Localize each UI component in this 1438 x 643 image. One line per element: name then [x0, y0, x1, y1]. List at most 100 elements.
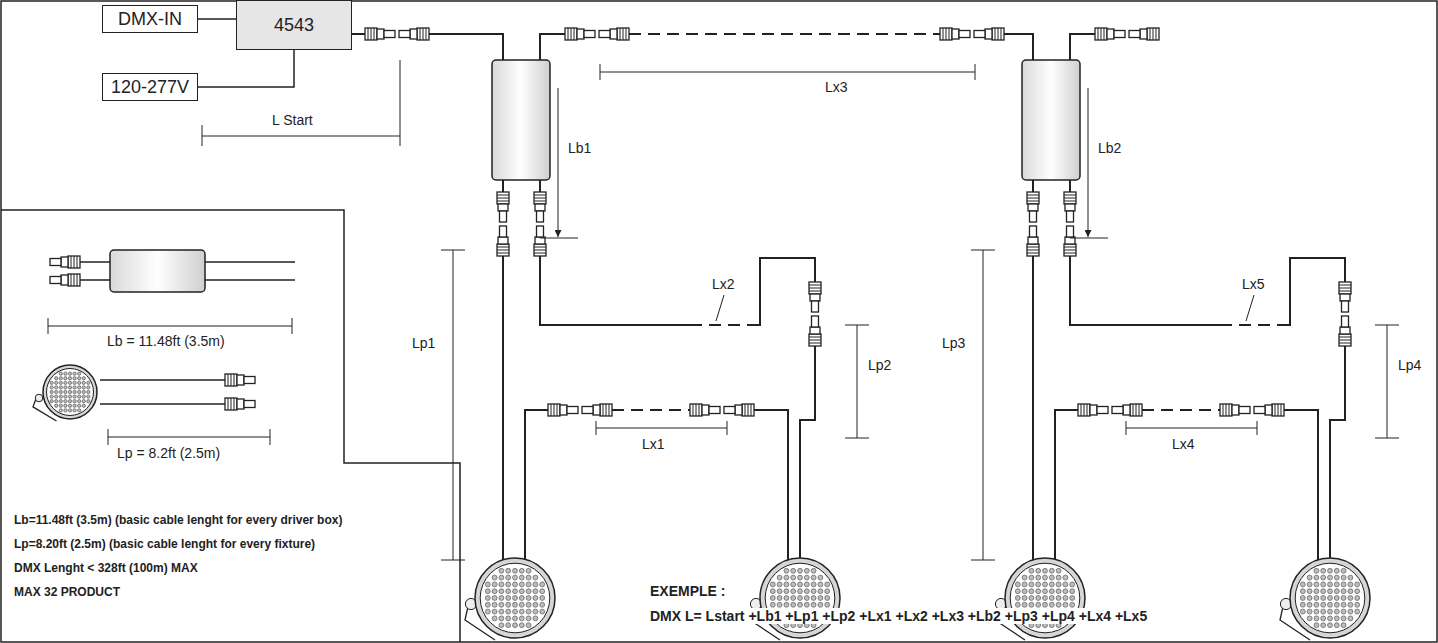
cable — [1070, 34, 1095, 60]
dimension-label: Lx2 — [710, 276, 737, 292]
connector-pair — [1064, 192, 1076, 256]
led-fixture — [1280, 558, 1370, 640]
cable — [525, 410, 548, 562]
cable — [1285, 258, 1345, 325]
cable-connector — [399, 28, 429, 40]
cable-connector — [1112, 404, 1142, 416]
cable — [540, 256, 690, 325]
cable — [1032, 256, 1034, 562]
dimension-line — [1387, 325, 1388, 438]
dimension-label: Lx1 — [640, 436, 667, 452]
cable-connector — [50, 274, 80, 286]
note-text: DMX L= Lstart +Lb1 +Lp1 +Lp2 +Lx1 +Lx2 +… — [648, 608, 1149, 624]
dimension-label: Lp1 — [410, 335, 437, 351]
dimension-line — [540, 238, 578, 239]
dimension-label: Lb2 — [1096, 140, 1123, 156]
dimension-label: Lx3 — [823, 79, 850, 95]
cable-connector — [534, 192, 546, 222]
dimension-line — [1126, 428, 1257, 429]
device-box: 4543 — [236, 0, 352, 50]
cable — [502, 256, 504, 562]
dimension-label: Lp3 — [940, 335, 967, 351]
connector-pair — [1339, 282, 1351, 346]
connector-pair — [1220, 404, 1284, 416]
extension-cable — [690, 324, 755, 326]
cable-connector — [225, 374, 255, 386]
dimension-line — [1070, 238, 1108, 239]
box-label: DMX-IN — [118, 9, 182, 30]
cable — [502, 180, 504, 192]
cable-connector — [940, 28, 970, 40]
dimension-label: Lx4 — [1170, 436, 1197, 452]
cable — [429, 34, 503, 60]
dimension-label: Lp2 — [866, 357, 893, 373]
cable-connector — [1220, 404, 1250, 416]
dimension-line — [1246, 295, 1254, 321]
cable-connector — [599, 28, 629, 40]
cable-connector — [1027, 192, 1039, 222]
cable — [100, 379, 225, 381]
led-fixture — [995, 558, 1085, 640]
dimension-label: Lp = 8.2ft (2.5m) — [115, 445, 222, 461]
extension-cable — [629, 33, 940, 35]
cable-connector — [1254, 404, 1284, 416]
dimension-line — [716, 295, 724, 321]
cable-connector — [565, 28, 595, 40]
cable — [800, 346, 815, 562]
note-text: MAX 32 PRODUCT — [12, 586, 122, 600]
dimension-line — [400, 60, 401, 146]
dimension-line — [600, 72, 975, 73]
cable-connector — [1339, 316, 1351, 346]
cable — [1284, 410, 1318, 562]
cable — [540, 34, 565, 60]
dimension-line — [453, 250, 454, 560]
cable-connector — [1027, 226, 1039, 256]
connector-pair — [548, 404, 612, 416]
cable — [80, 261, 110, 263]
dimension-line — [108, 437, 270, 438]
cable — [1330, 346, 1345, 562]
cable-connector — [497, 226, 509, 256]
cable-connector — [809, 316, 821, 346]
cable-connector — [974, 28, 1004, 40]
box-label: 4543 — [274, 15, 314, 36]
connector-pair — [1095, 28, 1159, 40]
inset-outline — [1, 210, 460, 642]
driver-box — [110, 250, 205, 292]
box-label: 120-277V — [111, 77, 189, 98]
cable — [1055, 410, 1078, 562]
wire — [198, 18, 236, 20]
cable-connector — [809, 282, 821, 312]
connector-pair — [534, 192, 546, 256]
dimension-line — [983, 250, 984, 560]
dimension-line — [1088, 88, 1089, 237]
cable — [100, 403, 225, 405]
cable — [1069, 180, 1071, 192]
extension-cable — [612, 409, 690, 411]
cable-connector — [50, 256, 80, 268]
dimension-label: Lb = 11.48ft (3.5m) — [105, 333, 227, 349]
cable-connector — [1129, 28, 1159, 40]
connector-pair — [690, 404, 754, 416]
extension-cable — [1142, 409, 1220, 411]
cable-connector — [497, 192, 509, 222]
dimension-line — [48, 326, 292, 327]
cable-connector — [1339, 282, 1351, 312]
connector-pair — [1078, 404, 1142, 416]
cable — [352, 33, 365, 35]
note-text: DMX Lenght < 328ft (100m) MAX — [12, 562, 200, 576]
note-text: Lb=11.48ft (3.5m) (basic cable lenght fo… — [12, 514, 344, 528]
extension-cable — [1220, 324, 1285, 326]
cable — [754, 410, 788, 562]
dimension-line — [558, 88, 559, 237]
cable-connector — [1064, 192, 1076, 222]
cable — [1070, 256, 1220, 325]
cable — [1004, 34, 1033, 60]
cable-connector — [724, 404, 754, 416]
note-text: Lp=8.20ft (2.5m) (basic cable lenght for… — [12, 538, 317, 552]
cable-connector — [225, 398, 255, 410]
dimension-label: Lp4 — [1396, 357, 1423, 373]
dimension-line — [202, 136, 400, 137]
connector-pair — [809, 282, 821, 346]
